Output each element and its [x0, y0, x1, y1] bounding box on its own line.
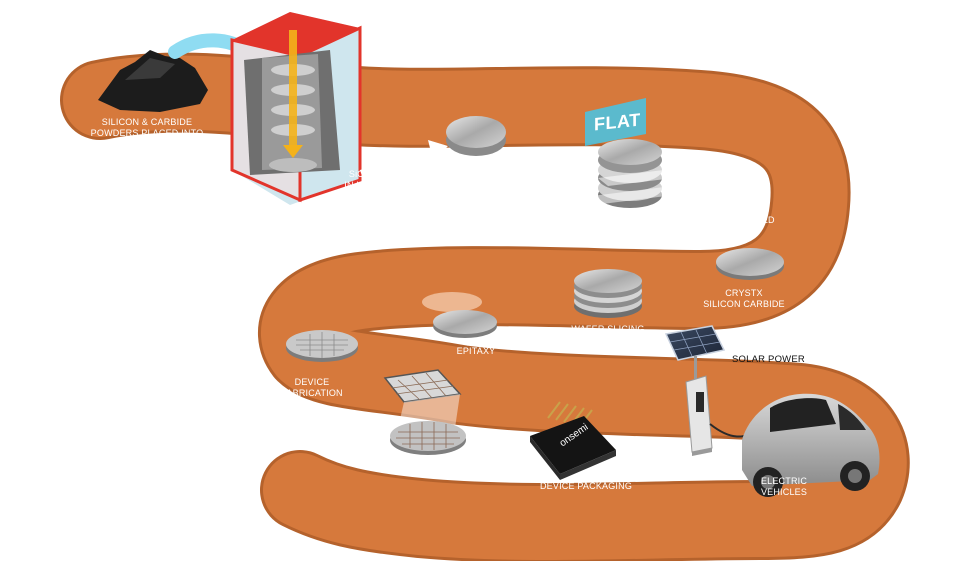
electric-vehicle-icon [742, 393, 880, 497]
solar-panel-icon [664, 325, 726, 386]
crystx-wafer-icon [716, 248, 784, 280]
wafer-dicing-icon [383, 369, 466, 455]
powder-pile-icon [98, 50, 208, 112]
wafer-slicing-icon [574, 269, 642, 318]
flat-tag-shape [585, 98, 646, 146]
boule-stack-icon [592, 139, 690, 208]
step-ev-label: ELECTRIC VEHICLES [760, 476, 808, 497]
step-flat-label: TOP & BOTTOM OF BOULE REMOVED & PRIMARY … [673, 193, 775, 225]
process-arrow [360, 140, 448, 176]
step-boule-label: SILICON CARBIDE CRYSTAL BOULE EMERGES [491, 158, 573, 190]
crystal-boule-icon [446, 116, 506, 156]
step-packaging-label: DEVICE PACKAGING [539, 481, 633, 491]
step-dicing-label: WAFER DICING [392, 460, 462, 470]
step-grow-label: SiC CRYSTAL GROWS IN HIGH TEMPERATURE FU… [344, 169, 452, 201]
solar-power-label: SOLAR POWER [732, 354, 805, 365]
step-charging-label: CHARGING STATION [665, 458, 717, 479]
step-slicing-label: WAFER SLICING [571, 324, 645, 334]
device-package-icon [530, 401, 616, 480]
step-epitaxy-label: EPITAXY [456, 346, 496, 356]
step-crystx-label: CRYSTX SILICON CARBIDE [703, 288, 785, 309]
step-powders-label: SILICON & CARBIDE POWDERS PLACED INTO TH… [90, 117, 204, 149]
step-fabrication-label: DEVICE FABRICATION [281, 377, 343, 398]
epitaxy-wafer-icon [422, 292, 497, 338]
furnace-icon [230, 12, 362, 205]
device-fabrication-icon [286, 330, 358, 362]
